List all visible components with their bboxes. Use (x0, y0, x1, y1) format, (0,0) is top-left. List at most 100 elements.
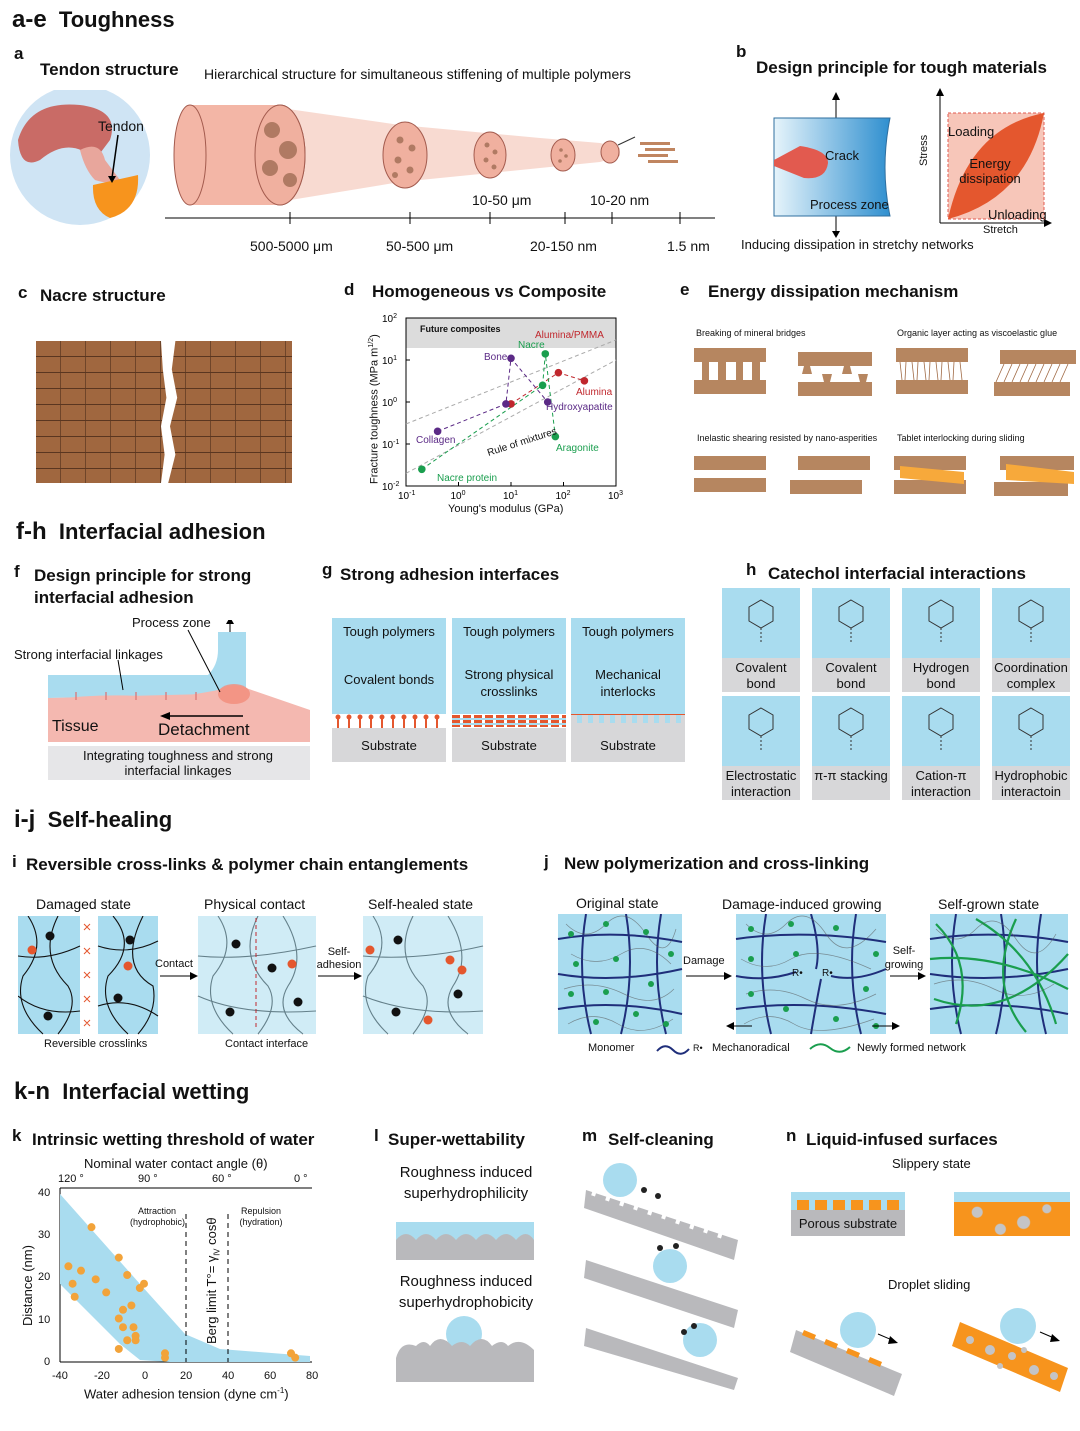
k-data-point (119, 1305, 127, 1314)
panel-a-title: Tendon structure (40, 60, 179, 79)
panel-i-letter: i (12, 852, 17, 871)
data-point (580, 376, 589, 385)
k-data-point (129, 1323, 138, 1332)
k-ytick-40: 40 (38, 1187, 51, 1199)
panel-b-letter: b (736, 42, 747, 61)
n-droplet: Droplet sliding (888, 1277, 971, 1292)
k-data-point (114, 1344, 123, 1353)
future-composites-label: Future composites (420, 324, 501, 334)
i-legend: Reversible crosslinks (44, 1038, 148, 1050)
catechol-label: Hydrophobic interactoin (994, 768, 1068, 799)
g-bottom-3: Substrate (600, 738, 656, 753)
catechol-grid: Covalent bond Covalent bond Hydrogen bond C… (722, 588, 1074, 804)
k-xtick-4: 20 (180, 1370, 193, 1382)
section-wetting-title: k-n Interfacial wetting (14, 1078, 250, 1105)
molecule-box (902, 588, 980, 658)
catechol-label: π-π stacking (814, 768, 888, 783)
section-toughness-title: a-e Toughness (12, 6, 175, 33)
i-arrow-contact: Contact (155, 958, 193, 970)
i-arrow-selfadhesion: Self-adhesion (316, 946, 362, 971)
catechol-cell: Coordination complex (992, 588, 1070, 692)
panel-n-title: Liquid-infused surfaces (806, 1130, 998, 1149)
k-xtick-1: -40 (52, 1370, 68, 1382)
label-bone: Bone (484, 352, 508, 363)
molecule-box (902, 696, 980, 766)
panel-a-subtitle: Hierarchical structure for simultaneous … (204, 66, 631, 82)
j-damage-growing: Damage-induced growing (722, 896, 882, 912)
catechol-label: Hydrogen bond (912, 660, 970, 691)
panel-d-letter: d (344, 280, 355, 299)
panel-e-title: Energy dissipation mechanism (708, 282, 959, 301)
scale-lower-4: 1.5 nm (667, 238, 710, 254)
catechol-label: Electrostatic interaction (725, 768, 797, 799)
g-top-3: Tough polymers (582, 624, 674, 639)
rule-of-mixtures-line (405, 339, 617, 425)
panel-h-title: Catechol interfacial interactions (768, 564, 1026, 583)
self-growing-diagram (557, 914, 1069, 1035)
data-point (551, 432, 560, 441)
e-caption-3: Inelastic shearing resisted by nano-aspe… (697, 433, 878, 443)
k-data-point (131, 1336, 140, 1345)
k-data-point (102, 1288, 111, 1297)
adhesion-principle-diagram (48, 620, 310, 780)
g-bottom-2: Substrate (481, 738, 537, 753)
mechanoradical-icon (656, 1045, 690, 1055)
k-xtick-2: -20 (94, 1370, 110, 1382)
data-point (502, 400, 510, 408)
molecule-box (812, 696, 890, 766)
d-xlabel: Young's modulus (GPa) (448, 503, 564, 515)
g-mid-1: Covalent bonds (343, 672, 435, 687)
wetting-chart (59, 1187, 312, 1363)
y-tick-label: 100 (382, 397, 397, 409)
panel-l-title: Super-wettability (388, 1130, 525, 1149)
data-point (554, 368, 563, 377)
data-point (418, 465, 426, 474)
molecule-box (992, 696, 1070, 766)
k-data-point (119, 1323, 127, 1332)
label-nacre-protein: Nacre protein (437, 473, 498, 484)
panel-j-title: New polymerization and cross-linking (564, 854, 870, 873)
k-ytick-10: 10 (38, 1314, 51, 1326)
molecule-box (992, 588, 1070, 658)
panel-c-title: Nacre structure (40, 286, 166, 305)
panel-c-letter: c (18, 283, 28, 302)
catechol-label: Covalent bond (825, 660, 877, 691)
x-tick-label: 10-1 (398, 490, 415, 502)
k-ylabel: Distance (nm) (20, 1245, 35, 1326)
g-bottom-1: Substrate (361, 738, 417, 753)
nacre-bricks (36, 341, 292, 483)
panel-i-title: Reversible cross-links & polymer chain e… (26, 855, 469, 874)
k-repulsion: Repulsion(hydration) (239, 1206, 283, 1227)
porous-substrate-infused (954, 1192, 1070, 1236)
panel-e-letter: e (680, 280, 690, 299)
j-radical-legend: R• (693, 1043, 703, 1053)
scale-upper-2: 10-20 nm (590, 192, 650, 208)
catechol-label: Coordination complex (994, 660, 1068, 691)
d-ylabel: Fracture toughness (MPa m1/2) (368, 334, 381, 484)
section-healing-title: i-j Self-healing (14, 806, 173, 833)
panel-h-letter: h (746, 560, 757, 579)
data-point (507, 354, 515, 363)
self-healing-diagram (18, 916, 484, 1035)
series-line (421, 353, 556, 470)
data-point (543, 398, 552, 406)
panel-k-letter: k (12, 1126, 22, 1145)
label-alumina-pmma: Alumina/PMMA (535, 330, 604, 341)
j-arrow-selfgrowing: Self-growing (884, 945, 924, 971)
j-arrow-damage: Damage (683, 955, 725, 967)
k-data-point (123, 1271, 132, 1279)
catechol-label: Covalent bond (735, 660, 787, 691)
g-top-2: Tough polymers (463, 624, 555, 639)
panel-g-title: Strong adhesion interfaces (340, 565, 560, 584)
radical-2: R• (822, 968, 833, 979)
k-data-point (77, 1266, 85, 1275)
catechol-cell: Covalent bond (722, 588, 800, 692)
droplet-sliding-diagram (790, 1308, 1068, 1396)
panel-j-letter: j (544, 852, 549, 871)
j-legend-network: Newly formed network (857, 1042, 966, 1054)
k-data-point (70, 1292, 79, 1301)
j-grown: Self-grown state (938, 896, 1040, 912)
crack-label: Crack (825, 148, 859, 163)
g-panel-covalent: Tough polymers Covalent bonds Substrate (332, 618, 446, 762)
data-point (541, 350, 550, 358)
